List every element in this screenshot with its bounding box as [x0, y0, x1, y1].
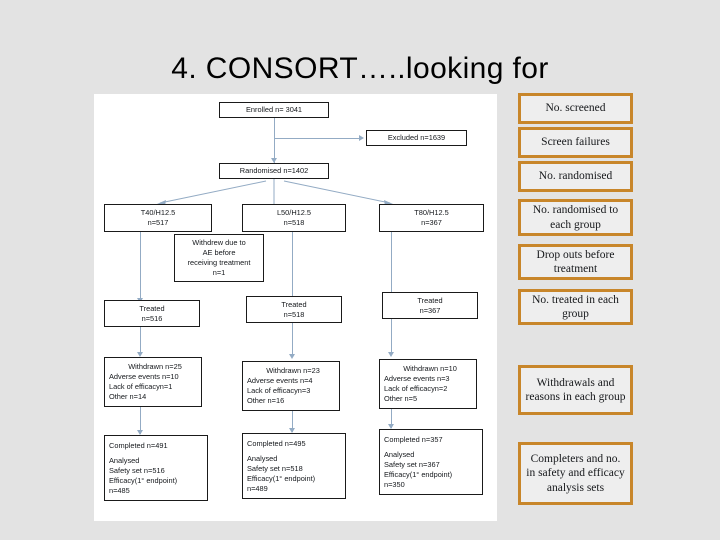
node-completed-3-line3: Safety set n=367 [384, 460, 440, 470]
node-treated-1-line2: n=516 [141, 313, 163, 323]
node-completed-2-line4: Efficacy(1° endpoint) [247, 473, 316, 483]
node-excluded: Excluded n=1639 [366, 130, 467, 146]
node-completed-1-line3: Safety set n=516 [109, 466, 165, 476]
arrowhead-completed-3 [388, 424, 394, 429]
node-completed-2-line5: n=489 [247, 483, 268, 493]
node-treated-2-line1: Treated [281, 299, 307, 309]
node-arm-t80-line1: T80/H12.5 [414, 208, 449, 218]
annotation-drop-outs-before-treatment: Drop outs before treatment [518, 244, 633, 280]
node-enrolled: Enrolled n= 3041 [219, 102, 329, 118]
connector-arm3-down [391, 232, 392, 302]
node-completed-2-line3: Safety set n=518 [247, 464, 303, 474]
node-completed-3-line2: Analysed [384, 450, 415, 460]
node-withdrawn-2-line4: Other n=16 [247, 395, 285, 405]
node-completed-2-line1: Completed n=495 [247, 438, 306, 448]
connector-withdrawn2-down [292, 411, 293, 432]
node-treated-3: Treated n=367 [382, 292, 478, 319]
annotation-no-treated-each-group: No. treated in each group [518, 289, 633, 325]
node-treated-1: Treated n=516 [104, 300, 200, 327]
node-treated-3-line1: Treated [417, 295, 443, 305]
node-withdrawn-2: Withdrawn n=23 Adverse events n=4 Lack o… [242, 361, 340, 411]
annotation-drop-outs-before-treatment-label: Drop outs before treatment [536, 248, 615, 275]
node-withdrawn-1: Withdrawn n=25 Adverse events n=10 Lack … [104, 357, 202, 407]
node-withdrawn-1-line4: Other n=14 [109, 391, 147, 401]
node-withdrawn-2-line1: Withdrawn n=23 [266, 366, 320, 376]
node-withdrawn-3: Withdrawn n=10 Adverse events n=3 Lack o… [379, 359, 477, 409]
node-completed-1-line5: n=485 [109, 485, 130, 495]
connector-withdrawn1-down [140, 407, 141, 434]
annotation-screen-failures: Screen failures [518, 127, 633, 158]
annotation-withdrawals-reasons: Withdrawals and reasons in each group [518, 365, 633, 415]
node-withdrawn-1-line2: Adverse events n=10 [109, 372, 179, 382]
node-withdrew-before-treatment-line1: Withdrew due to [192, 238, 246, 248]
node-randomised: Randomised n=1402 [219, 163, 329, 179]
page-title: 4. CONSORT…..looking for [171, 52, 549, 85]
node-completed-3-line1: Completed n=357 [384, 434, 443, 444]
connector-arm1-down [140, 232, 141, 302]
node-completed-2: Completed n=495 Analysed Safety set n=51… [242, 433, 346, 499]
node-treated-1-line1: Treated [139, 303, 165, 313]
connector-excluded [274, 138, 361, 139]
connector-treated3-down [391, 319, 392, 355]
connector-arm2-down [292, 232, 293, 302]
arrowhead-completed-2 [289, 428, 295, 433]
node-excluded-line1: Excluded n=1639 [387, 133, 446, 143]
node-arm-t40-line2: n=517 [147, 218, 169, 227]
annotation-no-randomised-each-group-label: No. randomised to each group [532, 204, 619, 231]
node-completed-1-line1: Completed n=491 [109, 440, 168, 450]
node-completed-1: Completed n=491 Analysed Safety set n=51… [104, 435, 208, 501]
node-withdrew-before-treatment: Withdrew due to AE before receiving trea… [174, 234, 264, 282]
node-completed-3: Completed n=357 Analysed Safety set n=36… [379, 429, 483, 495]
node-arm-l50-line2: n=518 [283, 218, 305, 227]
annotation-no-screened: No. screened [518, 93, 633, 124]
node-enrolled-line1: Enrolled n= 3041 [245, 105, 303, 115]
node-withdrawn-2-line3: Lack of efficacyn=3 [247, 386, 311, 395]
annotation-completers-analysis-sets-label: Completers and no. in safety and efficac… [526, 452, 625, 494]
node-withdrew-before-treatment-line4: n=1 [212, 267, 226, 277]
node-completed-2-line2: Analysed [247, 454, 278, 464]
node-completed-3-line4: Efficacy(1° endpoint) [384, 469, 453, 479]
annotation-withdrawals-reasons-label: Withdrawals and reasons in each group [525, 376, 626, 403]
node-completed-1-line2: Analysed [109, 456, 140, 466]
node-arm-t80-line2: n=367 [421, 218, 442, 227]
arrowhead-randomised [271, 158, 277, 163]
node-arm-t40-line1: T40/H12.5 [140, 208, 176, 218]
arrowhead-withdrawn-2 [289, 354, 295, 359]
node-withdrew-before-treatment-line3: receiving treatment [187, 258, 251, 267]
node-treated-2: Treated n=518 [246, 296, 342, 323]
node-arm-t40: T40/H12.5 n=517 [104, 204, 212, 232]
arrowhead-completed-1 [137, 430, 143, 435]
node-withdrawn-3-line2: Adverse events n=3 [384, 374, 450, 384]
node-randomised-line1: Randomised n=1402 [239, 166, 309, 176]
annotation-completers-analysis-sets: Completers and no. in safety and efficac… [518, 442, 633, 505]
consort-flow-diagram: Enrolled n= 3041 Excluded n=1639 Randomi… [94, 94, 497, 521]
connector-enrolled-down [274, 118, 275, 163]
arrowhead-excluded [359, 135, 364, 141]
annotation-no-randomised-label: No. randomised [538, 170, 613, 183]
connector-withdrawn3-down [391, 409, 392, 428]
node-arm-t80: T80/H12.5 n=367 [379, 204, 484, 232]
node-arm-l50-line1: L50/H12.5 [276, 208, 312, 218]
node-withdrawn-2-line2: Adverse events n=4 [247, 376, 313, 386]
node-withdrawn-3-line3: Lack of efficacyn=2 [384, 384, 448, 393]
node-withdrawn-1-line1: Withdrawn n=25 [128, 362, 182, 372]
annotation-no-randomised-each-group: No. randomised to each group [518, 199, 633, 236]
node-withdrew-before-treatment-line2: AE before [202, 248, 236, 258]
annotation-screen-failures-label: Screen failures [541, 136, 610, 149]
connector-treated2-down [292, 323, 293, 357]
node-treated-2-line2: n=518 [283, 309, 305, 319]
node-arm-l50: L50/H12.5 n=518 [242, 204, 346, 232]
node-withdrawn-1-line3: Lack of efficacyn=1 [109, 382, 173, 391]
node-withdrawn-3-line4: Other n=5 [384, 393, 418, 403]
node-treated-3-line2: n=367 [419, 305, 441, 315]
node-withdrawn-3-line1: Withdrawn n=10 [403, 364, 457, 374]
connector-treated1-down [140, 327, 141, 355]
arrowhead-withdrawn-1 [137, 352, 143, 357]
annotation-no-screened-label: No. screened [545, 102, 606, 115]
node-completed-1-line4: Efficacy(1° endpoint) [109, 475, 178, 485]
node-completed-3-line5: n=350 [384, 479, 405, 489]
arrowhead-withdrawn-3 [388, 352, 394, 357]
annotation-no-randomised: No. randomised [518, 161, 633, 192]
annotation-no-treated-each-group-label: No. treated in each group [532, 293, 619, 320]
